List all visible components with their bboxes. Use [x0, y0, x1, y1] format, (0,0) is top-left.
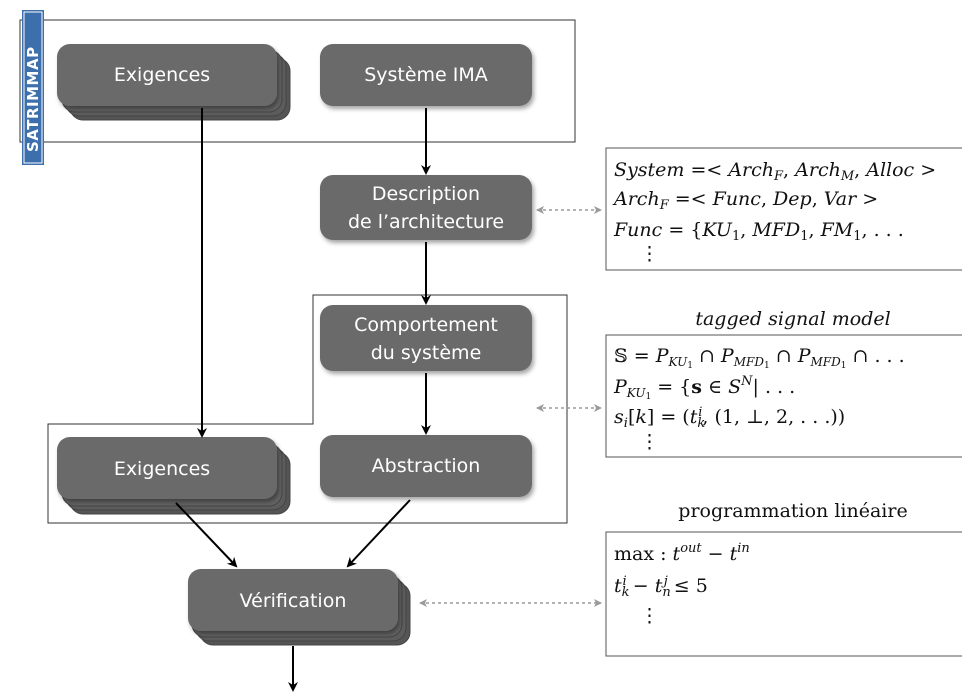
lp-line-2: tki − tnj ≤ 5 [614, 574, 708, 600]
lp-line-1: max : tout − tin [614, 541, 750, 565]
systeme-ima-label: Système IMA [364, 64, 488, 86]
system-line-2: ArchF =< Func, Dep, Var > [612, 188, 878, 213]
middle-group-frame [47, 294, 568, 524]
comportement-label-1: Comportement [354, 314, 498, 336]
lp-panel: programmation linéaire max : tout − tin … [605, 500, 962, 657]
tagged-line-4: ⋮ [640, 431, 659, 453]
verification-label: Vérification [240, 590, 347, 612]
exigences-bottom-node: Exigences [57, 437, 291, 515]
comportement-label-2: du système [371, 342, 482, 364]
tagged-caption: tagged signal model [695, 308, 890, 330]
tagged-line-3: si[k] = (tki, (1, ⊥, 2, . . .)) [614, 405, 845, 431]
lp-line-3: ⋮ [640, 605, 659, 627]
abstraction-node: Abstraction [320, 435, 532, 497]
top-group-frame [19, 19, 576, 143]
comportement-node: Comportement du système [320, 305, 532, 371]
abstraction-label: Abstraction [372, 455, 481, 477]
system-line-4: ⋮ [640, 243, 659, 265]
systeme-ima-node: Système IMA [320, 44, 532, 106]
edge-abstraction-to-verification [346, 499, 411, 568]
tagged-panel: tagged signal model 𝕊 = PKU1 ∩ PMFD1 ∩ P… [605, 308, 962, 458]
edge-exigences-to-verification [175, 502, 238, 568]
system-line-3: Func = {KU1, MFD1, FM1, . . . [613, 219, 904, 244]
logo-text: SATRIMMAP [24, 46, 42, 152]
description-node: Description de l’architecture [320, 175, 532, 240]
verification-node: Vérification [188, 569, 411, 646]
exigences-bottom-label: Exigences [114, 458, 210, 480]
system-panel: System =< ArchF, ArchM, Alloc > ArchF =<… [605, 147, 962, 271]
tagged-line-1: 𝕊 = PKU1 ∩ PMFD1 ∩ PMFD1 ∩ . . . [614, 345, 905, 371]
description-label-1: Description [372, 183, 480, 205]
satrimmap-logo: SATRIMMAP [22, 10, 44, 165]
description-label-2: de l’architecture [348, 211, 504, 233]
exigences-top-label: Exigences [114, 64, 210, 86]
exigences-top-node: Exigences [57, 44, 291, 121]
lp-caption: programmation linéaire [678, 500, 907, 522]
